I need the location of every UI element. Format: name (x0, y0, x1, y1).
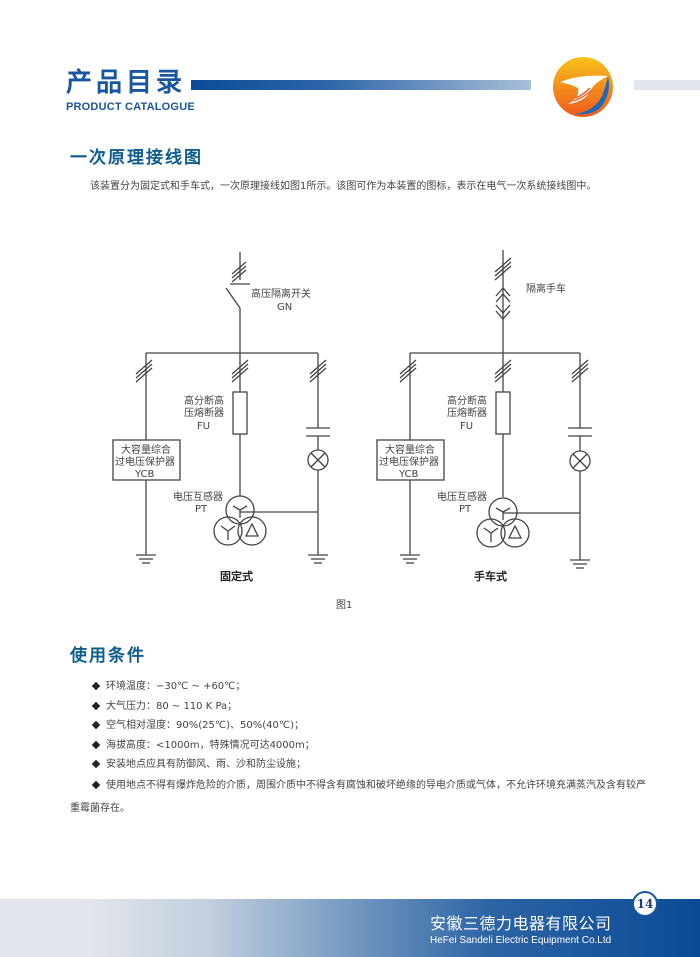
list-item: 环境温度：−30℃ ~ +60℃； (91, 677, 315, 697)
wiring-diagram: 高压隔离开关 GN 高分断高 压熔断器 FU 大容量综合 过电压保护器 YCB … (112, 250, 592, 611)
caption-handcart: 手车式 (474, 569, 507, 583)
pt-label: 电压互感器 (173, 490, 223, 503)
catalogue-subtitle: PRODUCT CATALOGUE (66, 101, 195, 113)
figure-caption: 图1 (336, 599, 352, 611)
pt-transformer-icon (213, 495, 267, 546)
fixed-circuit (112, 252, 330, 564)
fuse-code: FU (460, 421, 473, 432)
bullet-diamond-icon (91, 681, 101, 691)
list-item: 空气相对湿度：90%(25℃)、50%(40℃)； (91, 716, 315, 736)
wiring-description: 该装置分为固定式和手车式，一次原理接线如图1所示。该图可作为本装置的图标，表示在… (90, 181, 597, 192)
ground-icon (308, 554, 328, 564)
bullet-diamond-icon (91, 720, 101, 730)
protector-label-1: 大容量综合 (121, 443, 171, 456)
bullet-diamond-icon (91, 759, 101, 769)
fuse-label-2: 压熔断器 (184, 406, 224, 419)
pt-code: PT (459, 504, 472, 515)
bullet-diamond-icon (91, 701, 101, 710)
switch-label: 高压隔离开关 (251, 287, 311, 300)
pt-transformer-icon (476, 497, 530, 548)
fuse-label-1: 高分断高 (184, 394, 224, 407)
switch-code: GN (277, 302, 292, 313)
handcart-circuit (376, 250, 592, 569)
protector-label-1: 大容量综合 (385, 443, 435, 456)
company-logo-icon (553, 57, 613, 117)
company-name-en: HeFei Sandeli Electric Equipment Co.Ltd (430, 935, 612, 946)
section-title-wiring: 一次原理接线图 (70, 148, 203, 168)
protector-label-2: 过电压保护器 (379, 455, 439, 468)
fuse-label-2: 压熔断器 (447, 406, 487, 419)
ground-icon (136, 554, 156, 564)
section-title-conditions: 使用条件 (70, 646, 146, 666)
list-item-last: 使用地点不得有爆炸危险的介质，周围介质中不得含有腐蚀和破坏绝缘的导电介质或气体，… (70, 780, 646, 814)
lamp-icon (307, 449, 329, 471)
footer-band (0, 899, 700, 957)
handcart-contact-icon (495, 287, 511, 320)
list-item: 海拔高度：<1000m，特殊情况可达4000m； (91, 736, 315, 756)
protector-code: YCB (398, 469, 419, 480)
fuse-icon (495, 391, 511, 435)
handcart-switch-label: 隔离手车 (526, 282, 566, 295)
header-bar-right (634, 80, 700, 90)
page-number: 14 (632, 891, 658, 917)
bullet-diamond-icon (91, 780, 101, 790)
conditions-list: 环境温度：−30℃ ~ +60℃； 大气压力：80 ~ 110 K Pa； 空气… (91, 677, 315, 775)
isolator-switch-icon (225, 287, 241, 309)
list-item: 安装地点应具有防御风、雨、沙和防尘设施； (91, 755, 315, 775)
fuse-code: FU (197, 421, 210, 432)
ground-icon (400, 554, 420, 564)
list-item: 大气压力：80 ~ 110 K Pa； (91, 697, 315, 717)
catalogue-title: 产品目录 (66, 68, 187, 98)
fuse-icon (232, 391, 248, 435)
company-name-cn: 安徽三德力电器有限公司 (430, 914, 612, 933)
tick-marks-icon (231, 261, 247, 283)
protector-code: YCB (134, 469, 155, 480)
bullet-diamond-icon (91, 740, 101, 749)
pt-code: PT (195, 504, 208, 515)
protector-label-2: 过电压保护器 (115, 455, 175, 468)
caption-fixed: 固定式 (220, 569, 253, 583)
lamp-icon (569, 450, 591, 472)
ground-icon (570, 559, 590, 569)
fuse-label-1: 高分断高 (447, 394, 487, 407)
pt-label: 电压互感器 (437, 490, 487, 503)
header-bar (191, 80, 531, 90)
